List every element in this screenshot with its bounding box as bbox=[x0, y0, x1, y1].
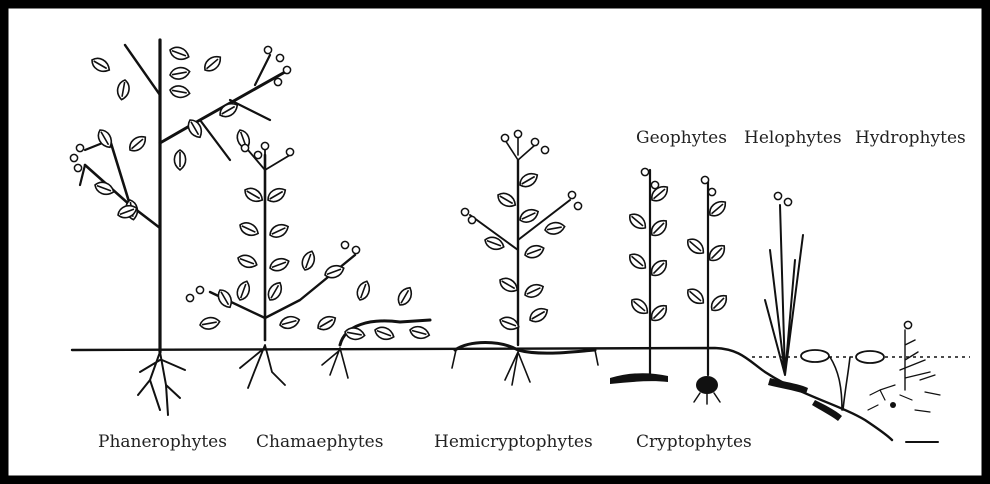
creeping-chamaephyte-plant bbox=[315, 279, 431, 378]
label-hydrophytes: Hydrophytes bbox=[855, 130, 966, 147]
label-cryptophytes: Cryptophytes bbox=[636, 434, 752, 451]
label-chamaephytes: Chamaephytes bbox=[256, 434, 383, 451]
label-hemicryptophytes: Hemicryptophytes bbox=[434, 434, 593, 451]
label-helophytes: Helophytes bbox=[744, 130, 842, 147]
hemicryptophyte-plant bbox=[452, 130, 598, 385]
label-geophytes: Geophytes bbox=[636, 130, 727, 147]
helophyte-plant bbox=[765, 192, 842, 421]
label-phanerophytes: Phanerophytes bbox=[98, 434, 227, 451]
hydrophyte-plants bbox=[801, 321, 940, 412]
phanerophyte-plant bbox=[70, 40, 290, 415]
geophyte-plant-rhizome bbox=[610, 168, 671, 384]
ground-line bbox=[72, 348, 892, 440]
chamaephyte-plant bbox=[186, 142, 359, 388]
geophyte-plant-bulb bbox=[684, 176, 730, 404]
